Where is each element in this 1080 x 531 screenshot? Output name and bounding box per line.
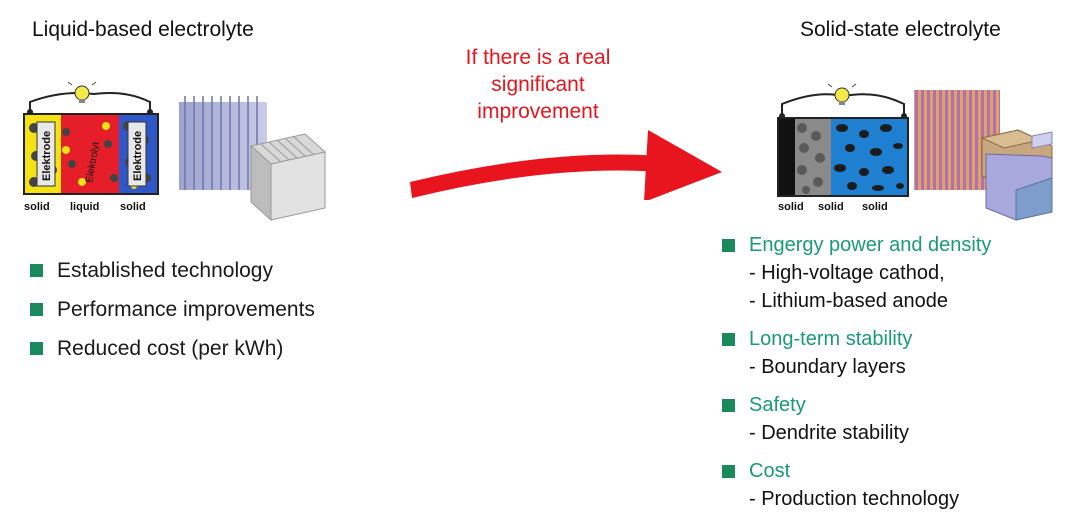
phase-label: solid [862, 201, 888, 213]
list-item: Cost - Production technology [722, 458, 991, 513]
bullet-square-icon [722, 333, 735, 346]
list-item: Engergy power and density - High-voltage… [722, 232, 991, 315]
list-item-detail: - Lithium-based anode [749, 290, 949, 312]
list-item-detail: - Production technology [749, 488, 960, 510]
list-item-text: Performance improvements [57, 297, 315, 321]
bullet-square-icon [722, 399, 735, 412]
list-item-heading: Long-term stability [749, 328, 913, 350]
arrow-caption-line: significant [491, 73, 585, 96]
list-item-detail: - Boundary layers [749, 356, 906, 378]
list-item: Safety - Dendrite stability [722, 392, 991, 447]
left-title: Liquid-based electrolyte [32, 18, 254, 41]
bullet-square-icon [30, 264, 43, 277]
bullet-square-icon [722, 239, 735, 252]
liquid-advantages-list: Established technology Performance impro… [30, 251, 315, 368]
list-item-detail: - Dendrite stability [749, 422, 910, 444]
list-item: Long-term stability - Boundary layers [722, 326, 991, 381]
bullet-square-icon [722, 465, 735, 478]
list-item-detail: - High-voltage cathod, [749, 262, 945, 284]
phase-label: solid [120, 201, 146, 213]
lightbulb-icon [827, 83, 857, 105]
arrow-caption: If there is a real significant improveme… [418, 44, 658, 125]
solid-state-goals-list: Engergy power and density - High-voltage… [722, 232, 991, 524]
electrode-label-left: Elektrode [41, 131, 53, 181]
arrow-caption-line: improvement [477, 100, 599, 123]
list-item: Performance improvements [30, 290, 315, 329]
solid-state-cell-diagram: solid solid solid [777, 83, 909, 213]
arrow-caption-line: If there is a real [465, 46, 611, 69]
electrode-label-right: Elektrode [132, 131, 144, 181]
solid-state-pack-illustration [914, 90, 1053, 221]
bullet-square-icon [30, 303, 43, 316]
bullet-square-icon [30, 342, 43, 355]
list-item-heading: Engergy power and density [749, 234, 992, 256]
list-item: Established technology [30, 251, 315, 290]
list-item-heading: Safety [749, 394, 806, 416]
phase-label: liquid [70, 201, 99, 213]
transition-arrow [410, 130, 722, 200]
right-title: Solid-state electrolyte [800, 18, 1001, 41]
arrow-shaft [410, 154, 662, 198]
phase-label: solid [24, 201, 50, 213]
arrow-head [644, 130, 722, 200]
phase-label: solid [818, 201, 844, 213]
phase-label: solid [778, 201, 804, 213]
list-item-text: Established technology [57, 258, 273, 282]
liquid-cell-diagram: Elektrode Elektrolyt Elektrode solid liq… [23, 82, 159, 213]
liquid-battery-pack-illustration [179, 96, 327, 222]
list-item: Reduced cost (per kWh) [30, 329, 315, 368]
list-item-heading: Cost [749, 460, 791, 482]
list-item-text: Reduced cost (per kWh) [57, 336, 284, 360]
lightbulb-icon [67, 82, 97, 103]
